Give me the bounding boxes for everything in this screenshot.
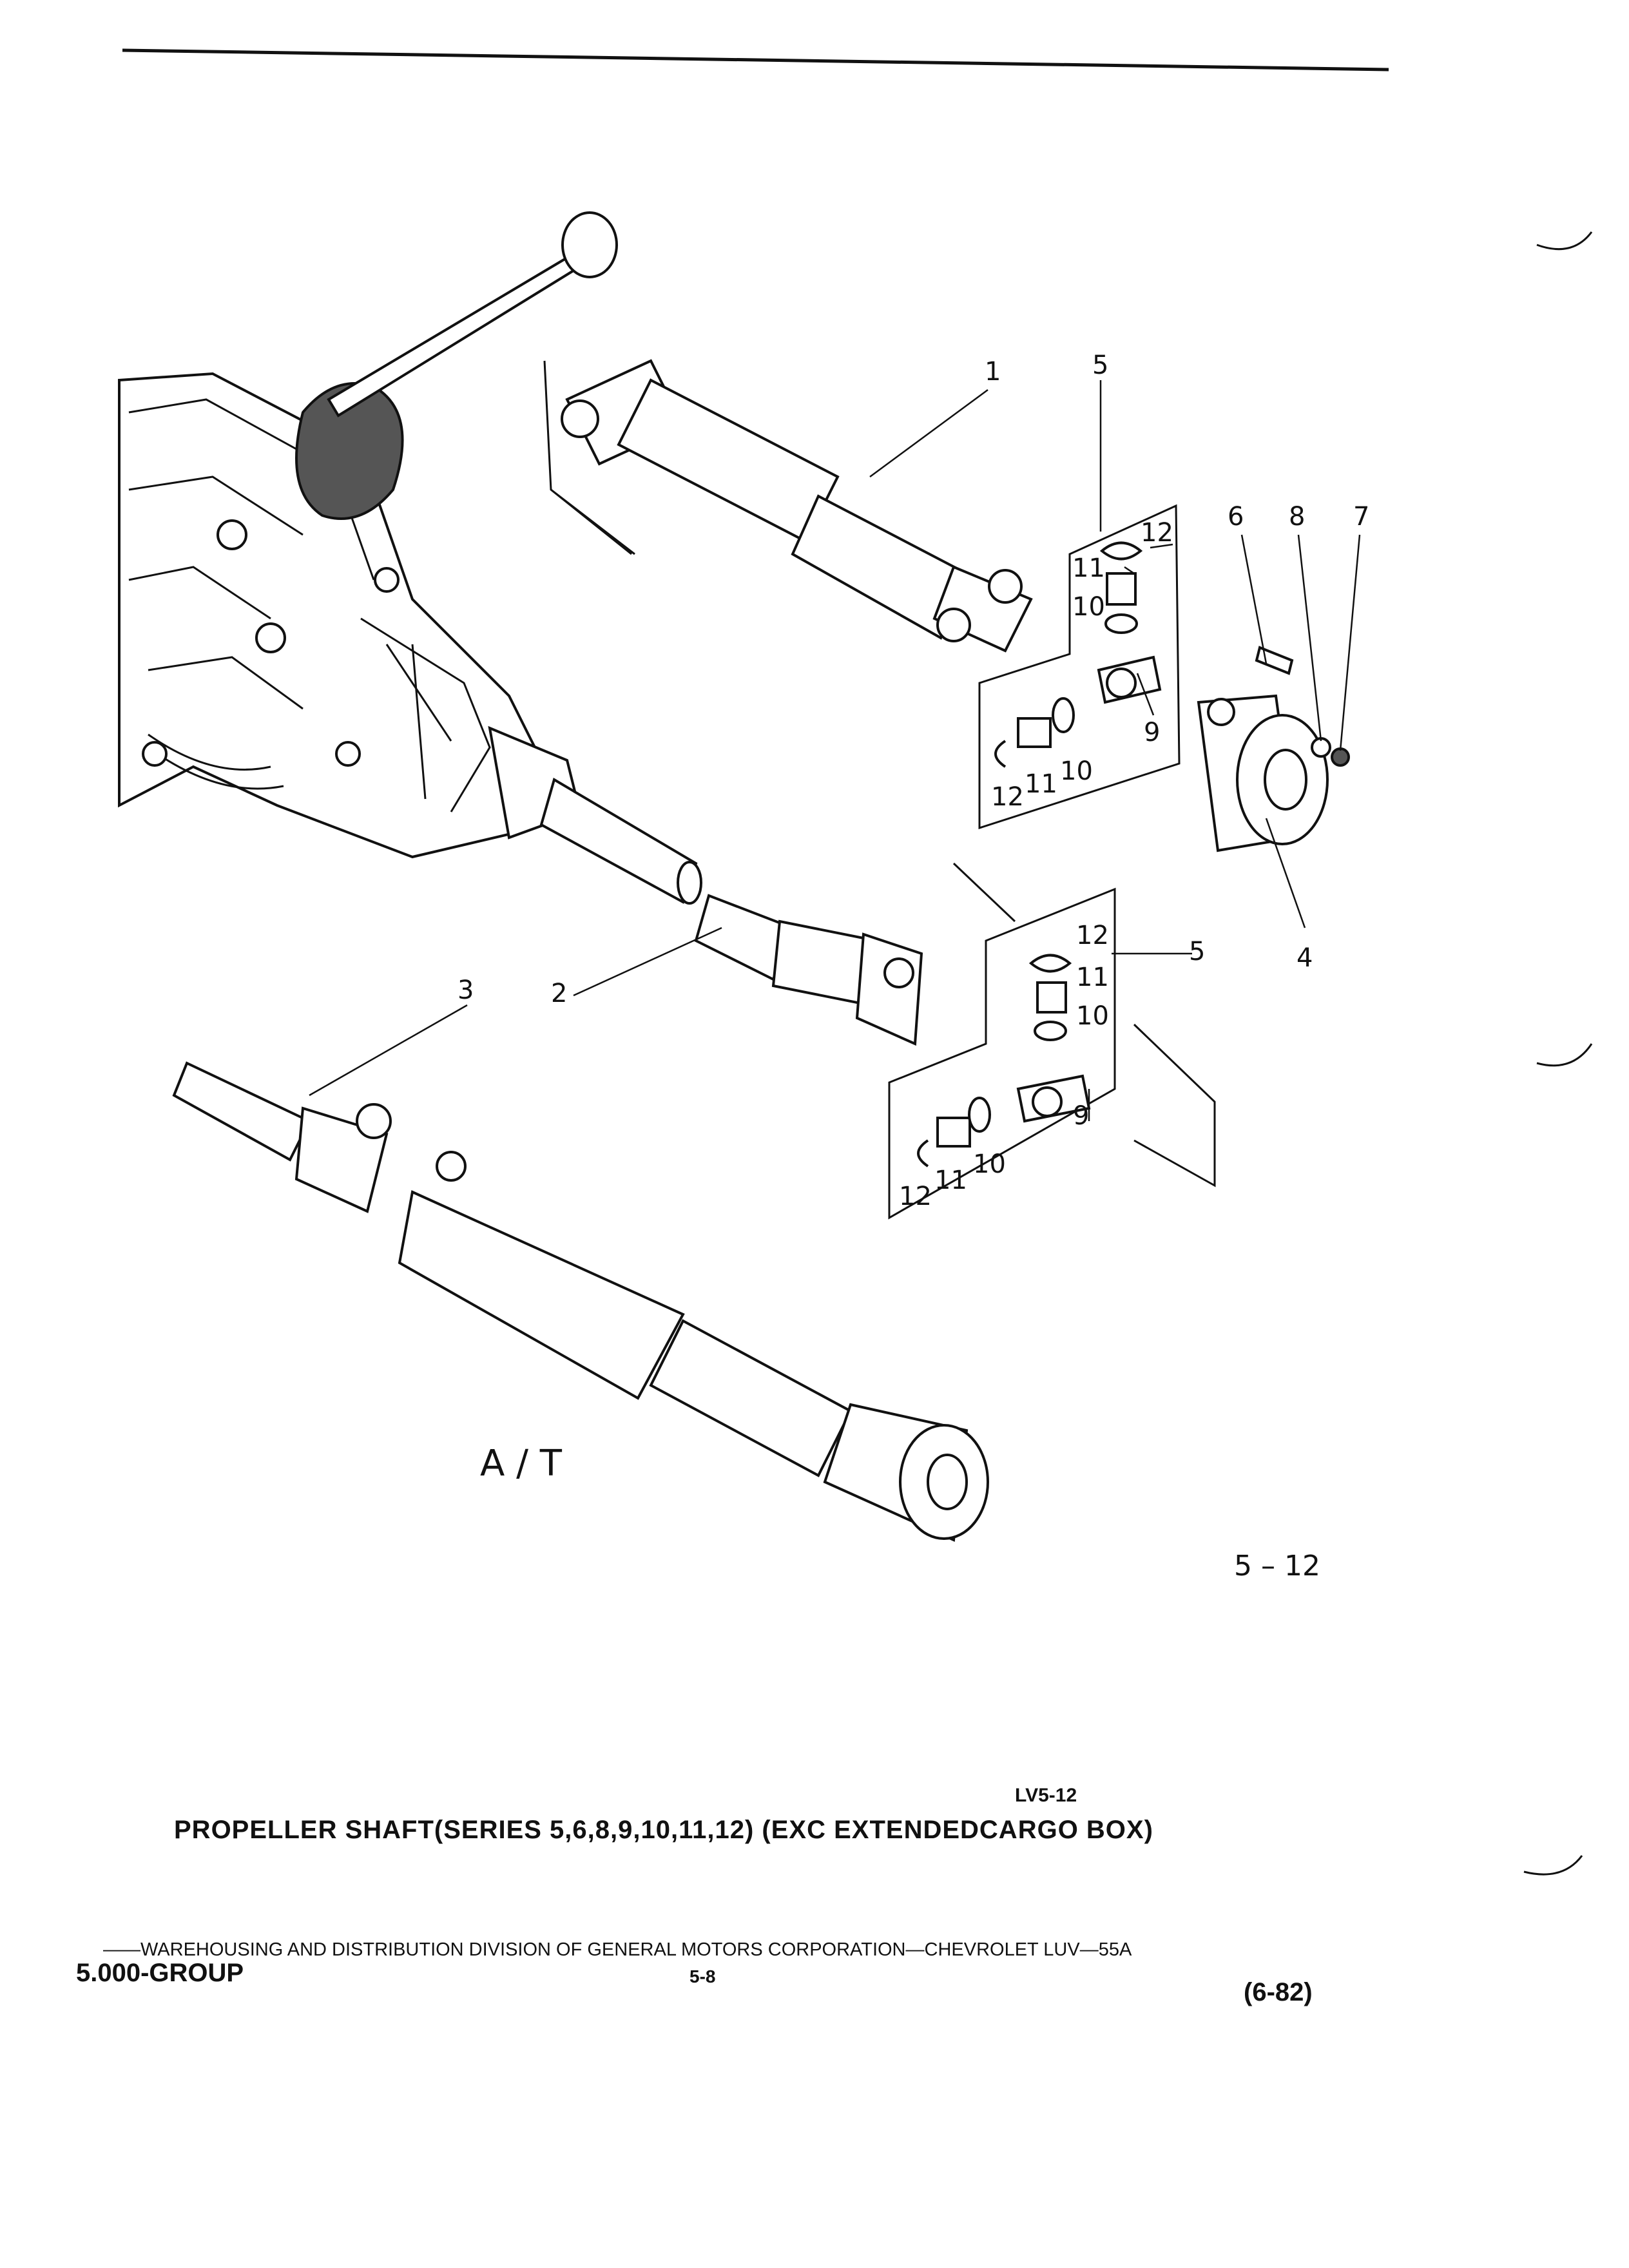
part-3-propeller-shaft-long (172, 1061, 989, 1542)
part-4-flange-yoke-assembly (1197, 646, 1350, 852)
callout-3: 3 (458, 975, 474, 1005)
callout-labels: 1 5 6 8 7 12 11 10 9 12 11 10 4 5 2 3 12… (458, 351, 1369, 1582)
variant-label: A / T (480, 1443, 563, 1485)
callout-11-lower-b: 11 (934, 1166, 967, 1195)
callout-9-lower: 9 (1073, 1101, 1089, 1131)
callout-10-upper-b: 10 (1060, 756, 1093, 786)
figure-number: 5 – 12 (1234, 1550, 1320, 1582)
callout-5-upper: 5 (1092, 351, 1108, 380)
transmission-illustration (118, 211, 702, 905)
footer-page-number: 5-8 (689, 1966, 716, 1986)
header-rule (122, 48, 1389, 72)
callout-11-upper-b: 11 (1025, 769, 1057, 799)
callout-5-lower: 5 (1189, 937, 1205, 966)
callout-10-upper-a: 10 (1072, 592, 1105, 622)
callout-10-lower-a: 10 (1076, 1001, 1109, 1031)
footer-group: 5.000-GROUP (76, 1959, 244, 1987)
part-1-propeller-shaft (543, 359, 1033, 653)
part-2-slip-yoke (694, 894, 923, 1046)
reference-code: LV5-12 (1015, 1785, 1077, 1806)
callout-8: 8 (1289, 502, 1305, 532)
callout-1: 1 (985, 357, 1001, 387)
callout-12-upper-a: 12 (1141, 518, 1173, 548)
callout-9-upper: 9 (1144, 718, 1160, 747)
footer-revision: (6-82) (1244, 1978, 1313, 2006)
callout-6: 6 (1228, 502, 1244, 532)
callout-10-lower-b: 10 (973, 1149, 1006, 1179)
callout-4: 4 (1296, 943, 1313, 973)
page-title: PROPELLER SHAFT(SERIES 5,6,8,9,10,11,12)… (174, 1816, 1153, 1844)
footer-division-line: ——WAREHOUSING AND DISTRIBUTION DIVISION … (103, 1939, 1132, 1960)
callout-11-upper-a: 11 (1072, 553, 1105, 583)
callout-11-lower-a: 11 (1076, 963, 1109, 992)
callout-12-upper-b: 12 (991, 782, 1024, 812)
callout-12-lower-b: 12 (899, 1182, 932, 1211)
callout-7: 7 (1353, 502, 1369, 532)
leader-lines (309, 380, 1361, 1121)
binding-edge-marks (1523, 231, 1593, 1876)
universal-joint-kit-lower (888, 862, 1216, 1220)
callout-2: 2 (551, 979, 567, 1008)
callout-12-lower-a: 12 (1076, 921, 1109, 950)
